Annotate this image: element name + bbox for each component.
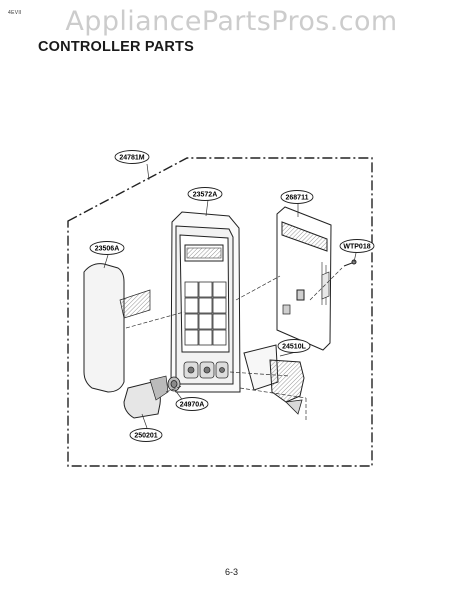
callout-24781M: 24781M bbox=[114, 150, 150, 164]
callout-23506A: 23506A bbox=[89, 241, 125, 255]
callout-label: 268711 bbox=[286, 195, 309, 202]
screw bbox=[343, 259, 357, 267]
callout-label: WTP018 bbox=[343, 244, 370, 251]
callout-24970A: 24970A bbox=[175, 397, 209, 411]
leader-lines bbox=[125, 267, 343, 420]
callout-label: 250201 bbox=[134, 433, 157, 440]
callout-label: 23572A bbox=[193, 192, 218, 199]
page-number: 6-3 bbox=[224, 567, 238, 577]
callout-label: 23506A bbox=[95, 246, 120, 253]
callout-24510L: 24510L bbox=[277, 339, 311, 353]
revision-mark: 4EVII bbox=[8, 10, 22, 16]
callout-label: 24970A bbox=[180, 402, 205, 409]
pcb-board bbox=[276, 206, 332, 351]
rotary-knob bbox=[167, 376, 181, 392]
callout-250201: 250201 bbox=[129, 428, 163, 442]
latch-cover bbox=[83, 263, 151, 393]
callout-label: 24510L bbox=[282, 344, 306, 351]
lower-button-row bbox=[183, 361, 229, 379]
callout-268711: 268711 bbox=[280, 190, 314, 204]
push-button-knob bbox=[123, 375, 169, 419]
watermark: AppliancePartsPros.com bbox=[65, 6, 398, 37]
latch-bracket bbox=[243, 344, 305, 415]
page-title: CONTROLLER PARTS bbox=[38, 39, 194, 55]
keypad-grid bbox=[184, 281, 227, 346]
callout-WTP018: WTP018 bbox=[339, 239, 375, 253]
callout-23572A: 23572A bbox=[187, 187, 223, 201]
assembly-boundary bbox=[67, 157, 373, 467]
callout-label: 24781M bbox=[119, 155, 144, 162]
